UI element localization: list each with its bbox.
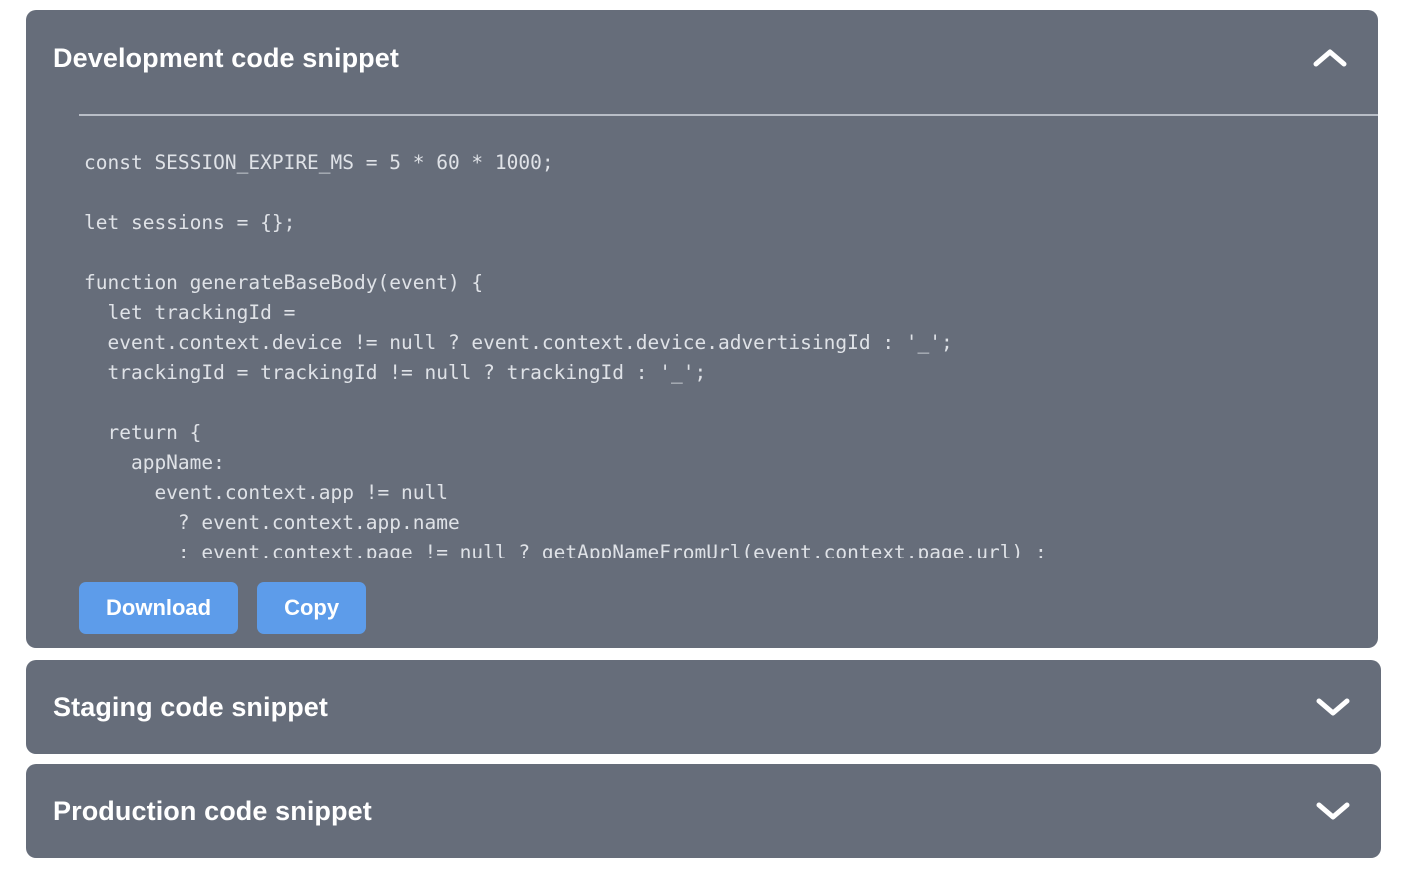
chevron-up-icon[interactable] bbox=[1310, 38, 1350, 78]
accordion-header-development[interactable]: Development code snippet bbox=[26, 10, 1378, 106]
copy-button[interactable]: Copy bbox=[257, 582, 367, 634]
panel-title-staging: Staging code snippet bbox=[53, 691, 329, 722]
accordion-header-staging[interactable]: Staging code snippet bbox=[26, 660, 1381, 754]
accordion-panel-staging: Staging code snippet bbox=[26, 660, 1381, 754]
code-action-buttons: Download Copy bbox=[79, 582, 367, 634]
accordion-panel-production: Production code snippet bbox=[26, 764, 1381, 858]
code-scroll-region[interactable]: const SESSION_EXPIRE_MS = 5 * 60 * 1000;… bbox=[26, 130, 1378, 558]
download-button[interactable]: Download bbox=[79, 582, 239, 634]
panel-title-production: Production code snippet bbox=[53, 795, 372, 826]
chevron-down-icon[interactable] bbox=[1313, 687, 1353, 727]
code-snippet-development: const SESSION_EXPIRE_MS = 5 * 60 * 1000;… bbox=[84, 151, 1047, 558]
accordion-panel-development: Development code snippet const SESSION_E… bbox=[26, 10, 1378, 648]
chevron-down-icon[interactable] bbox=[1313, 791, 1353, 831]
header-divider bbox=[79, 114, 1378, 116]
accordion-header-production[interactable]: Production code snippet bbox=[26, 764, 1381, 858]
page-title: Development code snippet bbox=[53, 42, 399, 73]
